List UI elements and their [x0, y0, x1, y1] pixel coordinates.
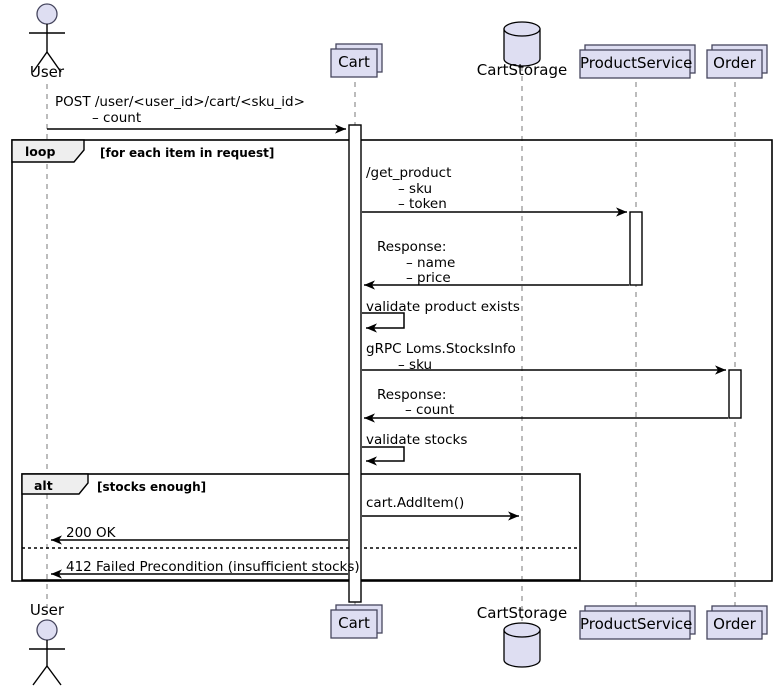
message-label-product-response-line1: Response:: [377, 239, 447, 255]
loop-fragment-frame: [11, 139, 773, 582]
participant-heads-top: [29, 3, 768, 79]
participant-order-bottom-box[interactable]: [706, 605, 768, 640]
participant-label-cartstorage-top: CartStorage: [476, 61, 568, 79]
arrow-msg-validate-stocks: [362, 446, 405, 466]
message-label-get-product-line1: /get_product: [366, 165, 452, 181]
participant-label-cart-bottom: Cart: [338, 614, 370, 632]
message-label-product-response-line2: – name: [406, 255, 456, 271]
actor-user-top-icon[interactable]: [29, 3, 65, 73]
loop-fragment-guard: [for each item in request]: [100, 146, 275, 160]
alt-fragment-tag: alt: [34, 478, 53, 493]
participant-label-cartstorage-bottom: CartStorage: [476, 604, 568, 622]
participant-cartstorage-top-db[interactable]: [503, 21, 541, 67]
alt-fragment-frame: [21, 473, 581, 581]
message-label-validate-stocks: validate stocks: [366, 432, 468, 448]
message-label-post-cart-line2: – count: [92, 110, 142, 126]
message-label-grpc-stocksinfo-line2: – sku: [398, 357, 433, 373]
participant-label-user-bottom: User: [29, 601, 65, 619]
message-label-200-ok: 200 OK: [66, 525, 116, 541]
participant-cart-bottom-box[interactable]: [330, 604, 383, 639]
participant-cart-top-box[interactable]: [330, 43, 383, 78]
participant-label-order-bottom: Order: [713, 615, 756, 633]
participant-label-productservice-top: ProductService: [580, 54, 693, 72]
participant-label-productservice-bottom: ProductService: [580, 615, 693, 633]
message-label-post-cart-line1: POST /user/<user_id>/cart/<sku_id>: [55, 94, 305, 110]
participant-cartstorage-bottom-db[interactable]: [503, 622, 541, 668]
arrow-msg-validate-product: [362, 312, 405, 333]
participant-label-user-top: User: [29, 63, 65, 81]
message-label-validate-product: validate product exists: [366, 299, 520, 315]
activation-cart: [348, 124, 362, 603]
message-label-stocks-response-line1: Response:: [377, 387, 447, 403]
message-label-412-failed: 412 Failed Precondition (insufficient st…: [66, 559, 360, 575]
actor-user-bottom-icon[interactable]: [29, 619, 65, 686]
message-label-stocks-response-line2: – count: [405, 402, 455, 418]
participant-productservice-top-box[interactable]: [579, 44, 696, 79]
activation-bars: [348, 124, 742, 603]
activation-order: [728, 369, 742, 419]
message-label-add-item: cart.AddItem(): [366, 495, 465, 511]
participant-productservice-bottom-box[interactable]: [579, 605, 696, 640]
participant-heads-bottom: [29, 604, 768, 686]
activation-productservice: [629, 211, 643, 286]
alt-fragment-guard: [stocks enough]: [97, 480, 207, 494]
message-label-grpc-stocksinfo-line1: gRPC Loms.StocksInfo: [366, 341, 516, 357]
participant-label-cart-top: Cart: [338, 53, 370, 71]
message-label-product-response-line3: – price: [406, 270, 451, 286]
message-arrows: [47, 124, 728, 579]
message-label-get-product-line2: – sku: [398, 181, 433, 197]
participant-order-top-box[interactable]: [706, 44, 768, 79]
message-label-get-product-line3: – token: [398, 196, 447, 212]
loop-fragment-tag: loop: [25, 144, 56, 159]
participant-label-order-top: Order: [713, 54, 756, 72]
